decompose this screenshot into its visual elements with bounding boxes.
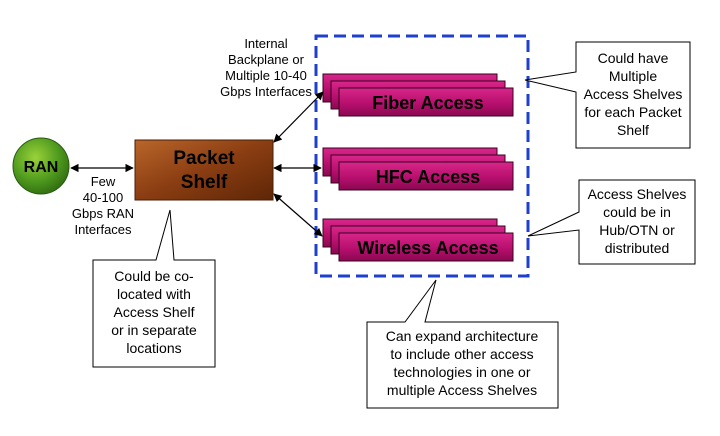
callout-hub-line-3: Hub/OTN or xyxy=(599,222,675,238)
callout-expand-line-1: Can expand architecture xyxy=(386,328,539,344)
callout-multiple-line-2: Multiple xyxy=(609,68,657,84)
ran-interfaces-line-4: Interfaces xyxy=(74,222,132,237)
callout-colocated-line-4: or in separate xyxy=(111,322,197,338)
ran-label: RAN xyxy=(24,159,59,176)
callout-colocated: Could be co- located with Access Shelf o… xyxy=(92,209,216,368)
ran-interfaces-label: Few 40-100 Gbps RAN Interfaces xyxy=(72,174,134,237)
packet-shelf-node: Packet Shelf xyxy=(134,139,274,201)
callout-multiple-line-3: Access Shelves xyxy=(584,86,683,102)
packet-shelf-to-wireless-arrow xyxy=(273,193,323,237)
callout-hub-otn: Access Shelves could be in Hub/OTN or di… xyxy=(527,179,696,265)
ran-node: RAN xyxy=(12,137,70,195)
callout-colocated-line-2: located with xyxy=(117,286,191,302)
callout-expand-line-2: to include other access xyxy=(390,346,533,362)
callout-multiple-line-5: Shelf xyxy=(617,122,649,138)
callout-expand: Can expand architecture to include other… xyxy=(366,279,559,409)
callout-colocated-line-1: Could be co- xyxy=(114,268,194,284)
callout-multiple-shelves: Could have Multiple Access Shelves for e… xyxy=(524,41,691,149)
callout-multiple-line-1: Could have xyxy=(598,50,669,66)
backplane-line-3: Multiple 10-40 xyxy=(225,68,307,83)
backplane-label: Internal Backplane or Multiple 10-40 Gbp… xyxy=(220,36,312,99)
callout-hub-line-1: Access Shelves xyxy=(588,186,687,202)
callout-multiple-line-4: for each Packet xyxy=(584,104,681,120)
callout-colocated-line-5: locations xyxy=(126,340,181,356)
fiber-access-stack: Fiber Access xyxy=(322,73,514,117)
fiber-access-label: Fiber Access xyxy=(372,93,483,113)
callout-hub-line-2: could be in xyxy=(603,204,671,220)
callout-expand-line-4: multiple Access Shelves xyxy=(387,382,537,398)
callout-expand-line-3: technologies in one or xyxy=(394,364,531,380)
ran-interfaces-line-3: Gbps RAN xyxy=(72,206,134,221)
callout-hub-line-4: distributed xyxy=(605,240,670,256)
ran-interfaces-line-2: 40-100 xyxy=(83,190,123,205)
wireless-access-stack: Wireless Access xyxy=(322,218,514,262)
packet-shelf-to-fiber-arrow xyxy=(273,91,324,143)
packet-shelf-label-line1: Packet xyxy=(173,148,235,169)
backplane-line-1: Internal xyxy=(244,36,287,51)
access-shelf-container xyxy=(314,34,530,278)
hfc-access-stack: HFC Access xyxy=(322,147,514,191)
wireless-access-label: Wireless Access xyxy=(357,238,498,258)
backplane-line-4: Gbps Interfaces xyxy=(220,84,312,99)
ran-interfaces-line-1: Few xyxy=(91,174,116,189)
packet-shelf-label-line2: Shelf xyxy=(181,172,228,193)
hfc-access-label: HFC Access xyxy=(376,167,480,187)
backplane-line-2: Backplane or xyxy=(228,52,305,67)
callout-colocated-line-3: Access Shelf xyxy=(114,304,195,320)
